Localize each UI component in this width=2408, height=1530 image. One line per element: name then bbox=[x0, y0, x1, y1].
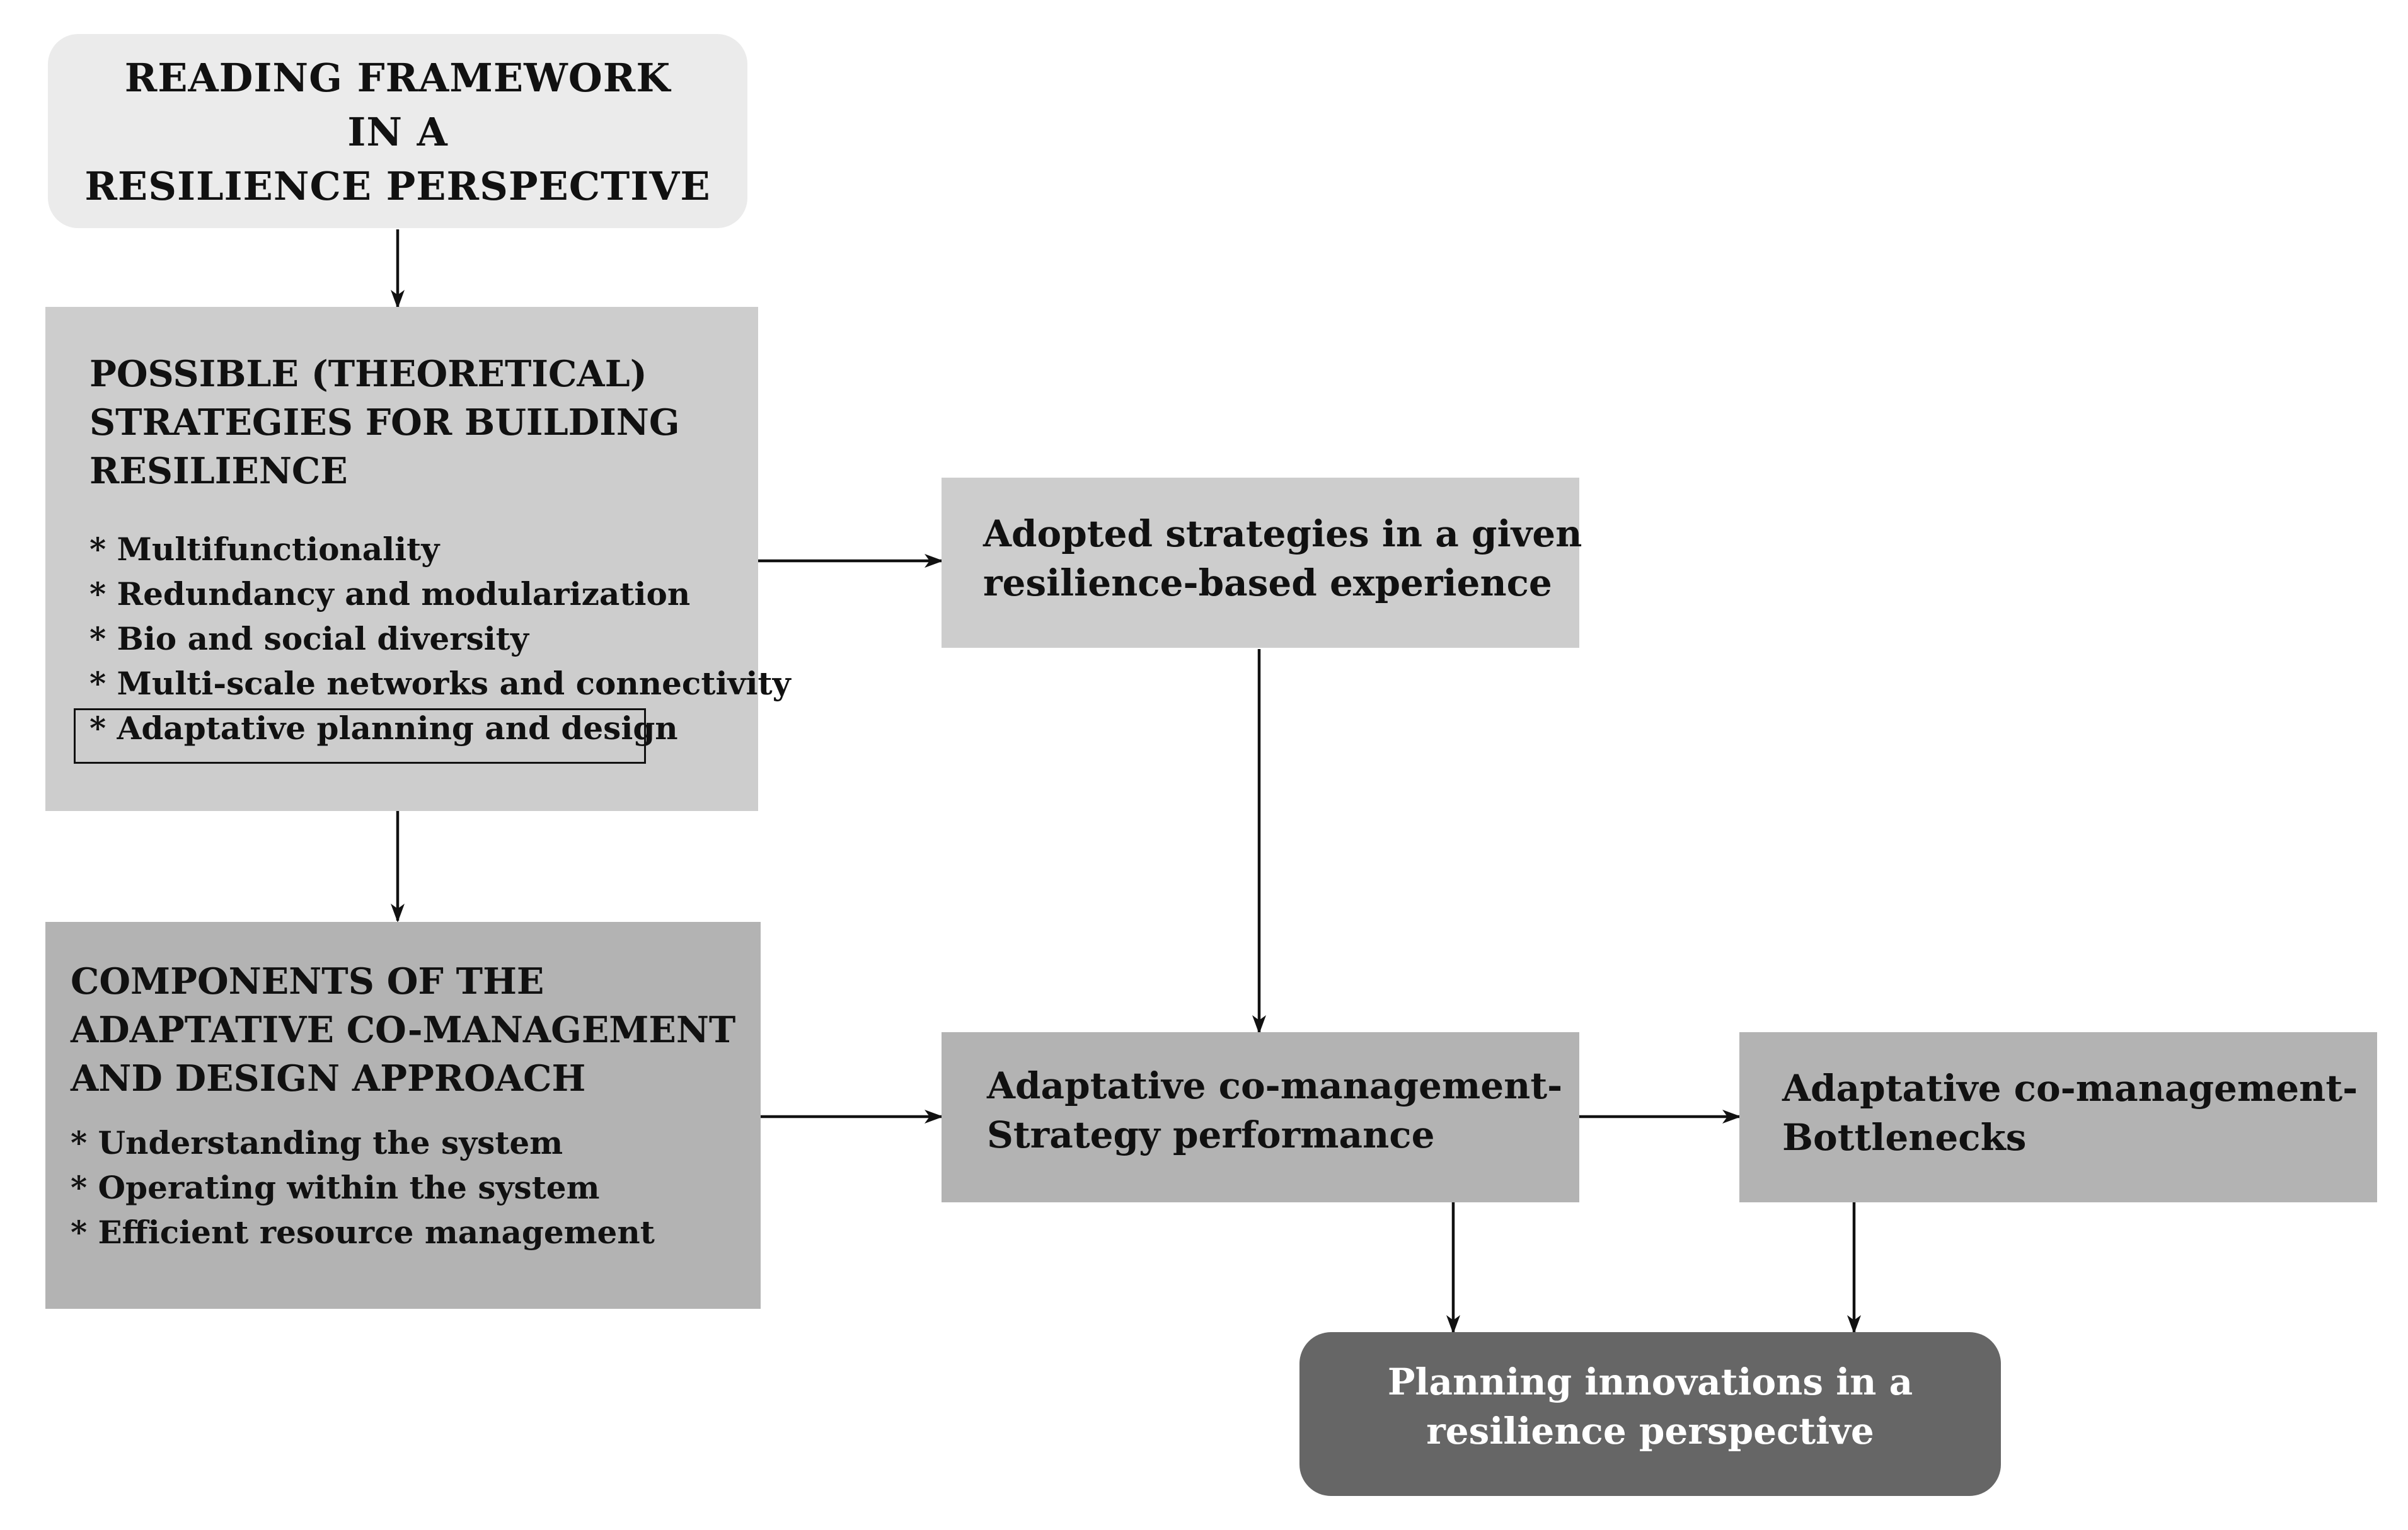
adopted-strategies-line: resilience-based experience bbox=[983, 561, 1552, 604]
planning-innovations-line: Planning innovations in a bbox=[1387, 1360, 1913, 1403]
possible-strategies-title: POSSIBLE (THEORETICAL) STRATEGIES FOR BU… bbox=[89, 350, 758, 495]
components-list: * Understanding the system * Operating w… bbox=[71, 1120, 761, 1255]
arrowhead-down bbox=[1252, 1015, 1266, 1034]
component-item: * Operating within the system bbox=[71, 1169, 600, 1206]
adopted-strategies-line: Adopted strategies in a given bbox=[983, 512, 1582, 555]
adopted-strategies-box: Adopted strategies in a given resilience… bbox=[942, 478, 1582, 648]
possible-strategies-box: POSSIBLE (THEORETICAL) STRATEGIES FOR BU… bbox=[45, 307, 791, 811]
strategy-item: * Redundancy and modularization bbox=[89, 575, 691, 613]
component-item: * Efficient resource management bbox=[71, 1214, 655, 1251]
possible-strategies-title-line: RESILIENCE bbox=[89, 450, 348, 492]
bottlenecks-line: Bottlenecks bbox=[1782, 1116, 2027, 1159]
planning-innovations-line: resilience perspective bbox=[1426, 1410, 1874, 1452]
strategy-item: * Multifunctionality bbox=[89, 531, 440, 568]
bottlenecks-line: Adaptative co-management- bbox=[1782, 1067, 2358, 1110]
components-title-line: AND DESIGN APPROACH bbox=[71, 1057, 586, 1100]
arrowhead-down bbox=[391, 904, 405, 923]
planning-innovations-box: Planning innovations in a resilience per… bbox=[1299, 1332, 2001, 1496]
strategy-item-highlighted: * Adaptative planning and design bbox=[89, 710, 678, 747]
strategy-item: * Multi-scale networks and connectivity bbox=[89, 665, 791, 702]
components-box: COMPONENTS OF THE ADAPTATIVE CO-MANAGEME… bbox=[45, 922, 761, 1309]
reading-framework-box: READING FRAMEWORK IN A RESILIENCE PERSPE… bbox=[48, 34, 747, 228]
components-title-line: COMPONENTS OF THE bbox=[71, 960, 544, 1003]
arrowhead-down bbox=[1446, 1315, 1460, 1334]
strategy-performance-line: Strategy performance bbox=[987, 1113, 1435, 1156]
highlight-frame bbox=[74, 708, 646, 764]
possible-strategies-title-line: STRATEGIES FOR BUILDING bbox=[89, 401, 680, 444]
possible-strategies-list: * Multifunctionality * Redundancy and mo… bbox=[89, 527, 791, 751]
arrowhead-right bbox=[925, 1110, 943, 1124]
reading-framework-line: RESILIENCE PERSPECTIVE bbox=[84, 163, 711, 209]
bottlenecks-box: Adaptative co-management- Bottlenecks bbox=[1739, 1032, 2377, 1202]
arrowhead-right bbox=[1722, 1110, 1741, 1124]
strategy-item: * Bio and social diversity bbox=[89, 620, 529, 657]
possible-strategies-title-line: POSSIBLE (THEORETICAL) bbox=[89, 353, 647, 395]
reading-framework-line: READING FRAMEWORK bbox=[124, 55, 671, 101]
strategy-performance-line: Adaptative co-management- bbox=[987, 1064, 1563, 1107]
components-title-line: ADAPTATIVE CO-MANAGEMENT bbox=[71, 1009, 736, 1051]
reading-framework-line: IN A bbox=[347, 109, 448, 155]
components-title: COMPONENTS OF THE ADAPTATIVE CO-MANAGEME… bbox=[71, 957, 761, 1103]
strategy-performance-box: Adaptative co-management- Strategy perfo… bbox=[942, 1032, 1579, 1202]
arrowhead-down bbox=[391, 290, 405, 309]
arrowhead-right bbox=[925, 554, 943, 568]
arrowhead-down bbox=[1847, 1315, 1861, 1334]
component-item: * Understanding the system bbox=[71, 1124, 563, 1161]
